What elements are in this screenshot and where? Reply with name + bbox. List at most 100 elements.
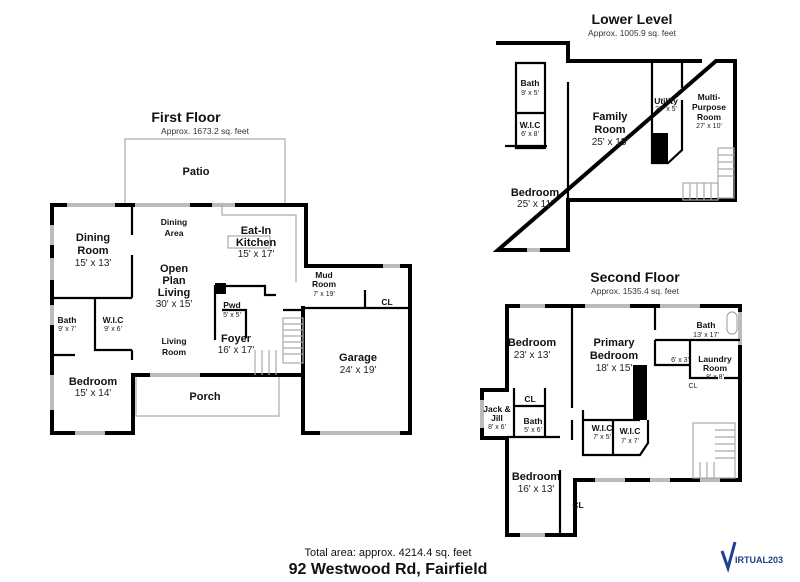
- room-kitchen-line2: Kitchen: [236, 237, 277, 249]
- sf-room-bedroom2: Bedroom: [512, 471, 561, 483]
- first-floor-exterior-walls: [50, 203, 412, 435]
- sf-room-bedroom1-dims: 23' x 13': [514, 350, 551, 361]
- room-garage: Garage: [339, 352, 377, 364]
- virtual203-logo: IRTUAL203: [720, 541, 783, 574]
- room-mud-room-line2: Room: [312, 279, 337, 289]
- room-kitchen-dims: 15' x 17': [238, 249, 275, 260]
- footer: Total area: approx. 4214.4 sq. feet 92 W…: [289, 541, 783, 578]
- room-wic: W.I.C: [103, 315, 124, 325]
- first-floor-stairs: [254, 317, 304, 375]
- ll-room-bedroom: Bedroom: [511, 187, 560, 199]
- kitchen-counter: [221, 205, 297, 282]
- ll-room-family: Family: [593, 111, 629, 123]
- sf-room-primary-dims: 18' x 15': [596, 363, 633, 374]
- first-floor-area: Approx. 1673.2 sq. feet: [161, 126, 250, 136]
- ll-room-bath: Bath: [521, 78, 540, 88]
- ll-room-wic: W.I.C: [520, 120, 541, 130]
- room-bedroom: Bedroom: [69, 376, 118, 388]
- room-foyer-dims: 16' x 17': [218, 345, 255, 356]
- address: 92 Westwood Rd, Fairfield: [289, 561, 488, 578]
- room-wic-dims: 9' x 6': [104, 326, 122, 333]
- sf-room-laundry-line2: Room: [703, 363, 728, 373]
- lower-level-title: Lower Level: [592, 11, 673, 27]
- room-porch: Porch: [189, 391, 220, 403]
- ll-room-utility-dims: 20' x 5': [655, 106, 677, 113]
- sf-room-jack-jill-dims: 8' x 6': [488, 424, 506, 431]
- sf-room-laundry: Laundry: [698, 354, 732, 364]
- sf-room-wic1: W.I.C: [592, 423, 613, 433]
- room-living-room-line2: Room: [162, 347, 187, 357]
- sf-room-shower-dims: 6' x 3': [671, 357, 689, 364]
- sf-room-laundry-dims: 8' x 8': [706, 374, 724, 381]
- first-floor-interior-walls: [52, 205, 410, 360]
- sf-room-bath: Bath: [697, 320, 716, 330]
- ll-room-utility: Utility: [654, 96, 678, 106]
- room-dining-room-dims: 15' x 13': [75, 258, 112, 269]
- sf-room-bedroom1: Bedroom: [508, 337, 557, 349]
- ll-room-wic-dims: 6' x 8': [521, 131, 539, 138]
- room-open-plan-line3: Living: [158, 287, 190, 299]
- sf-room-jack-jill-line2: Jill: [491, 413, 503, 423]
- ll-room-bedroom-dims: 25' x 11': [517, 199, 553, 210]
- room-dining-area-line2: Area: [165, 228, 184, 238]
- sf-room-cl1: CL: [689, 383, 698, 390]
- room-pwd-dims: 5' x 5': [223, 312, 241, 319]
- sf-room-jack-jill: Jack &: [483, 404, 510, 414]
- sf-room-bath2-dims: 5' x 6': [524, 427, 542, 434]
- sf-room-primary: Primary: [594, 337, 636, 349]
- room-closet: CL: [381, 297, 392, 307]
- ll-room-family-dims: 25' x 15': [592, 137, 629, 148]
- room-pwd: Pwd: [223, 300, 240, 310]
- room-dining-room: Dining: [76, 232, 110, 244]
- sf-room-cl3: CL: [572, 500, 583, 510]
- lower-level-stairs: [682, 147, 735, 201]
- room-kitchen: Eat-In: [241, 225, 272, 237]
- sf-room-bath-dims: 13' x 17': [693, 332, 719, 339]
- bathtub: [726, 311, 738, 335]
- lower-level-interior-walls: [505, 61, 684, 200]
- ll-room-multi-dims: 27' x 10': [696, 123, 722, 130]
- second-floor: Second Floor Approx. 1535.4 sq. feet Bed…: [480, 269, 742, 537]
- sf-room-primary-line2: Bedroom: [590, 350, 639, 362]
- ll-room-family-line2: Room: [594, 124, 625, 136]
- sf-room-bedroom2-dims: 16' x 13': [518, 484, 555, 495]
- ll-room-bath-dims: 9' x 5': [521, 90, 539, 97]
- room-patio: Patio: [183, 166, 210, 178]
- room-open-plan-dims: 30' x 15': [156, 299, 193, 310]
- sf-room-wic2: W.I.C: [620, 426, 641, 436]
- svg-text:IRTUAL203: IRTUAL203: [735, 555, 783, 565]
- second-floor-stairs: [692, 422, 736, 479]
- first-floor-title: First Floor: [151, 109, 221, 125]
- second-floor-exterior-walls: [480, 304, 742, 537]
- first-floor: First Floor Approx. 1673.2 sq. feet Pati…: [50, 109, 412, 435]
- room-mud-room: Mud: [315, 270, 332, 280]
- second-floor-area: Approx. 1535.4 sq. feet: [591, 286, 680, 296]
- total-area: Total area: approx. 4214.4 sq. feet: [305, 547, 472, 559]
- room-bath: Bath: [58, 315, 77, 325]
- first-floor-windows: [50, 203, 400, 435]
- room-foyer: Foyer: [221, 333, 252, 345]
- sf-room-bath2: Bath: [524, 416, 543, 426]
- ll-room-multi-line3: Room: [697, 112, 722, 122]
- room-dining-room-line2: Room: [77, 245, 108, 257]
- room-bedroom-dims: 15' x 14': [75, 388, 112, 399]
- room-bath-dims: 9' x 7': [58, 326, 76, 333]
- room-living-room: Living: [161, 336, 186, 346]
- room-mud-room-dims: 7' x 19': [313, 291, 335, 298]
- second-floor-interior-walls: [507, 306, 740, 535]
- sf-room-wic1-dims: 7' x 5': [593, 434, 611, 441]
- room-dining-area: Dining: [161, 217, 187, 227]
- ll-room-multi: Multi-: [698, 92, 721, 102]
- sf-room-wic2-dims: 7' x 7': [621, 438, 639, 445]
- ll-room-multi-line2: Purpose: [692, 102, 726, 112]
- sf-room-cl2: CL: [524, 394, 535, 404]
- second-floor-chimney: [633, 365, 647, 420]
- room-open-plan-line2: Plan: [162, 275, 186, 287]
- lower-level: Lower Level Approx. 1005.9 sq. feet Bath…: [492, 11, 737, 252]
- kitchen-island: [227, 235, 271, 249]
- lower-level-area: Approx. 1005.9 sq. feet: [588, 28, 677, 38]
- room-open-plan: Open: [160, 263, 188, 275]
- first-floor-fireplace: [215, 283, 226, 294]
- room-garage-dims: 24' x 19': [340, 365, 377, 376]
